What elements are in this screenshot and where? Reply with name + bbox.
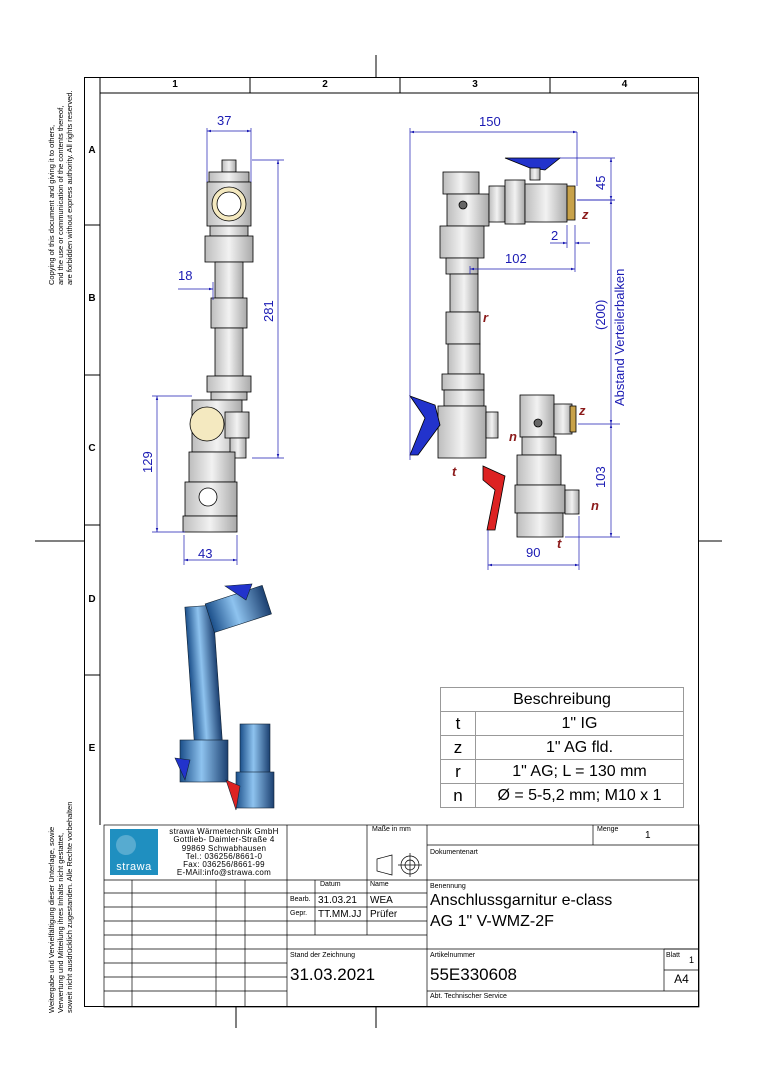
dim-18: 18: [178, 268, 192, 283]
zone-row-e: E: [88, 743, 96, 754]
dim-abstand-label: Abstand Verteilerbalken: [612, 269, 627, 406]
dim-200: (200): [593, 300, 608, 330]
dim-45: 45: [593, 176, 608, 190]
marker-n-lower: n: [591, 498, 599, 513]
artikel-label: Artikelnummer: [430, 952, 476, 959]
drawing-frame: [84, 77, 699, 1007]
dim-2: 2: [551, 228, 558, 243]
company-address: strawa Wärmetechnik GmbH Gottlieb- Daiml…: [169, 827, 279, 878]
format-value: A4: [674, 972, 689, 986]
title-line-2: AG 1" V-WMZ-2F: [430, 913, 554, 930]
datum-label: Datum: [320, 881, 341, 888]
dim-150: 150: [479, 114, 501, 129]
dim-129: 129: [140, 451, 155, 473]
title-line-1: Anschlussgarnitur e-class: [430, 892, 613, 909]
dim-103: 103: [593, 466, 608, 488]
company-logo: strawa: [110, 829, 158, 875]
front-view: [182, 159, 254, 533]
logo-mark: [116, 835, 136, 855]
masse-label: Maße in mm: [372, 826, 411, 833]
stand-label: Stand der Zeichnung: [290, 952, 355, 959]
marker-t-upper: t: [452, 464, 457, 479]
zone-col-4: 4: [621, 79, 628, 90]
gepr-date: TT.MM.JJ: [318, 909, 362, 920]
marker-z-lower: z: [578, 403, 586, 418]
dim-90: 90: [526, 545, 540, 560]
zone-row-b: B: [88, 293, 96, 304]
zone-row-d: D: [88, 594, 96, 605]
marker-n-upper: n: [509, 429, 517, 444]
artikel-value: 55E330608: [430, 965, 517, 984]
abt-label: Abt. Technischer Service: [430, 993, 507, 1000]
blatt-label: Blatt: [666, 952, 681, 959]
marker-r: r: [483, 310, 489, 325]
blatt-value: 1: [689, 955, 695, 965]
zone-row-c: C: [88, 443, 96, 454]
bearb-date: 31.03.21: [318, 895, 357, 906]
dim-102: 102: [505, 251, 527, 266]
stand-value: 31.03.2021: [290, 965, 376, 984]
iso-view: [174, 583, 275, 811]
bearb-name: WEA: [370, 895, 393, 906]
dim-281: 281: [261, 300, 276, 322]
description-header: Beschreibung: [440, 687, 684, 712]
menge-value: 1: [645, 830, 651, 841]
dimension-lines: [152, 128, 620, 570]
menge-label: Menge: [597, 826, 619, 833]
zone-col-1: 1: [172, 79, 178, 90]
name-label: Name: [370, 881, 389, 888]
dokumentenart-label: Dokumentenart: [430, 849, 478, 856]
zone-col-2: 2: [322, 79, 328, 90]
dim-37: 37: [217, 113, 231, 128]
marker-z-top: z: [581, 207, 589, 222]
side-view: [408, 157, 580, 538]
gepr-name: Prüfer: [370, 909, 398, 920]
marker-t-lower: t: [557, 536, 562, 551]
zone-row-a: A: [88, 145, 96, 156]
gepr-label: Gepr.: [290, 910, 308, 917]
zone-col-3: 3: [472, 79, 478, 90]
bearb-label: Bearb.: [290, 896, 311, 903]
dim-43: 43: [198, 546, 212, 561]
benennung-label: Benennung: [430, 883, 466, 890]
logo-text: strawa: [116, 861, 152, 873]
